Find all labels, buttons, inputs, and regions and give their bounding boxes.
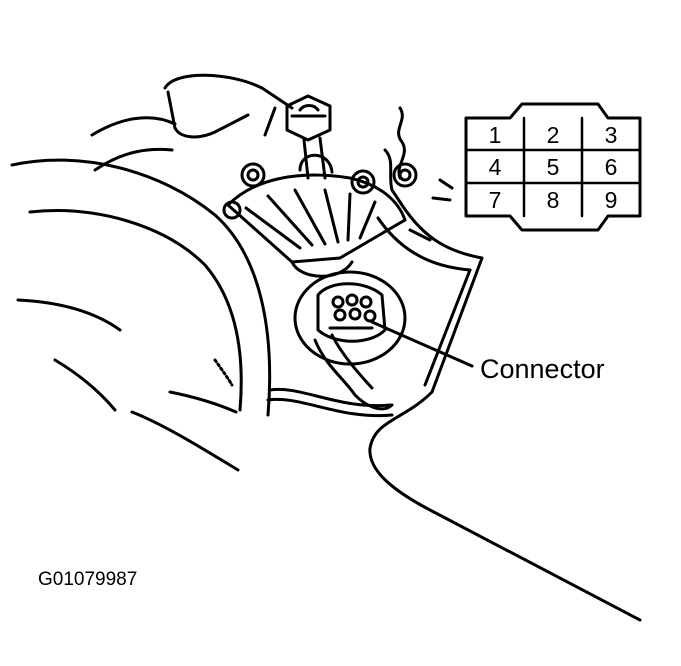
pin-label-1: 1 xyxy=(489,122,502,148)
hose-drawing xyxy=(10,158,272,472)
housing-panel-drawing xyxy=(368,106,642,622)
figure-id: G01079987 xyxy=(38,569,137,590)
bolt-drawing xyxy=(285,94,332,180)
pin-label-3: 3 xyxy=(605,122,618,148)
switch-housing-drawing xyxy=(226,153,407,278)
bracket-drawing xyxy=(90,73,294,172)
pin-label-8: 8 xyxy=(547,187,560,213)
pin-label-2: 2 xyxy=(547,122,560,148)
pin-label-7: 7 xyxy=(489,187,502,213)
connector-drawing xyxy=(213,270,407,418)
pin-label-6: 6 xyxy=(605,154,618,180)
callout-leader-line xyxy=(370,320,474,368)
pin-label-4: 4 xyxy=(489,154,502,180)
pinout-grid xyxy=(464,116,642,218)
pin-labels: 1 2 3 4 5 6 7 8 9 xyxy=(489,122,618,213)
pin-label-9: 9 xyxy=(605,187,618,213)
pinout-outline xyxy=(464,102,642,232)
connector-callout-label: Connector xyxy=(480,354,605,384)
nut-drawing xyxy=(222,162,418,220)
pin-label-5: 5 xyxy=(547,154,560,180)
